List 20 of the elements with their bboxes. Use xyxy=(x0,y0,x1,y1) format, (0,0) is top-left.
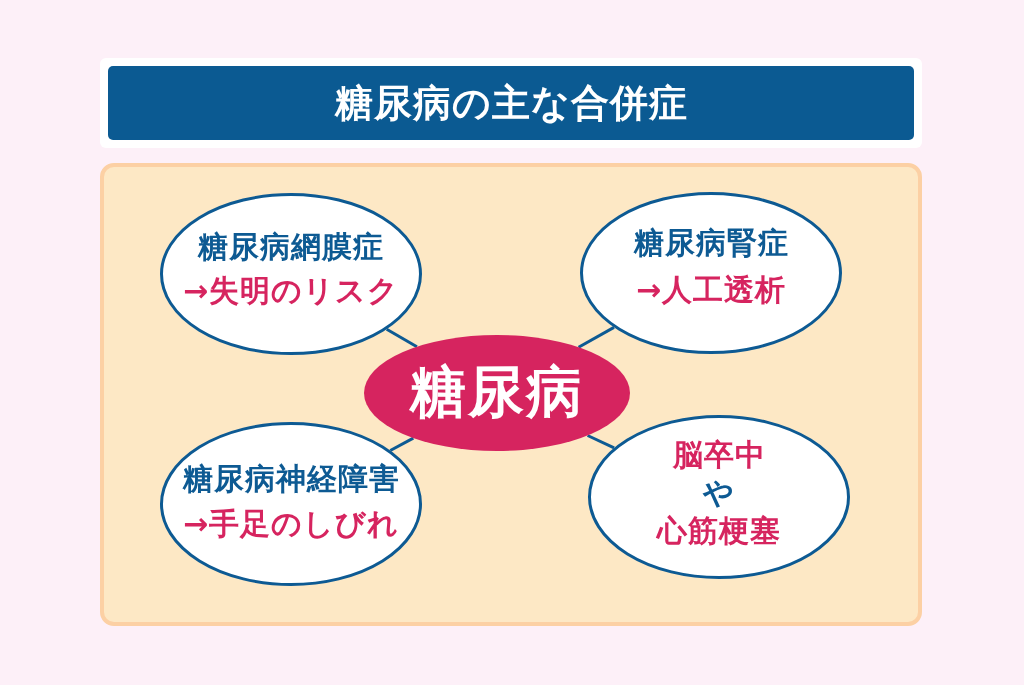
connector-line xyxy=(389,436,414,452)
conjunction-text: や xyxy=(703,474,735,512)
complication-name: 糖尿病腎症 xyxy=(633,224,789,262)
ellipse-node xyxy=(160,193,422,355)
ellipse-node xyxy=(580,192,842,354)
title-bar: 糖尿病の主な合併症 xyxy=(108,66,914,140)
connector-line xyxy=(385,328,418,348)
complication-name: 糖尿病網膜症 xyxy=(198,228,384,266)
central-ellipse xyxy=(364,335,630,451)
complication-name: 脳卒中 xyxy=(672,436,766,474)
risk-text: →人工透析 xyxy=(635,271,787,309)
center-label: 糖尿病 xyxy=(410,358,584,426)
risk-text: →失明のリスク xyxy=(182,272,400,310)
connector-line xyxy=(577,326,615,349)
ellipse-node xyxy=(588,415,850,579)
ellipse-node xyxy=(160,422,422,586)
complication-name: 糖尿病神経障害 xyxy=(182,460,400,498)
risk-text: →手足のしびれ xyxy=(182,505,400,543)
complication-name: 心筋梗塞 xyxy=(657,512,781,550)
connector-line xyxy=(586,434,615,450)
